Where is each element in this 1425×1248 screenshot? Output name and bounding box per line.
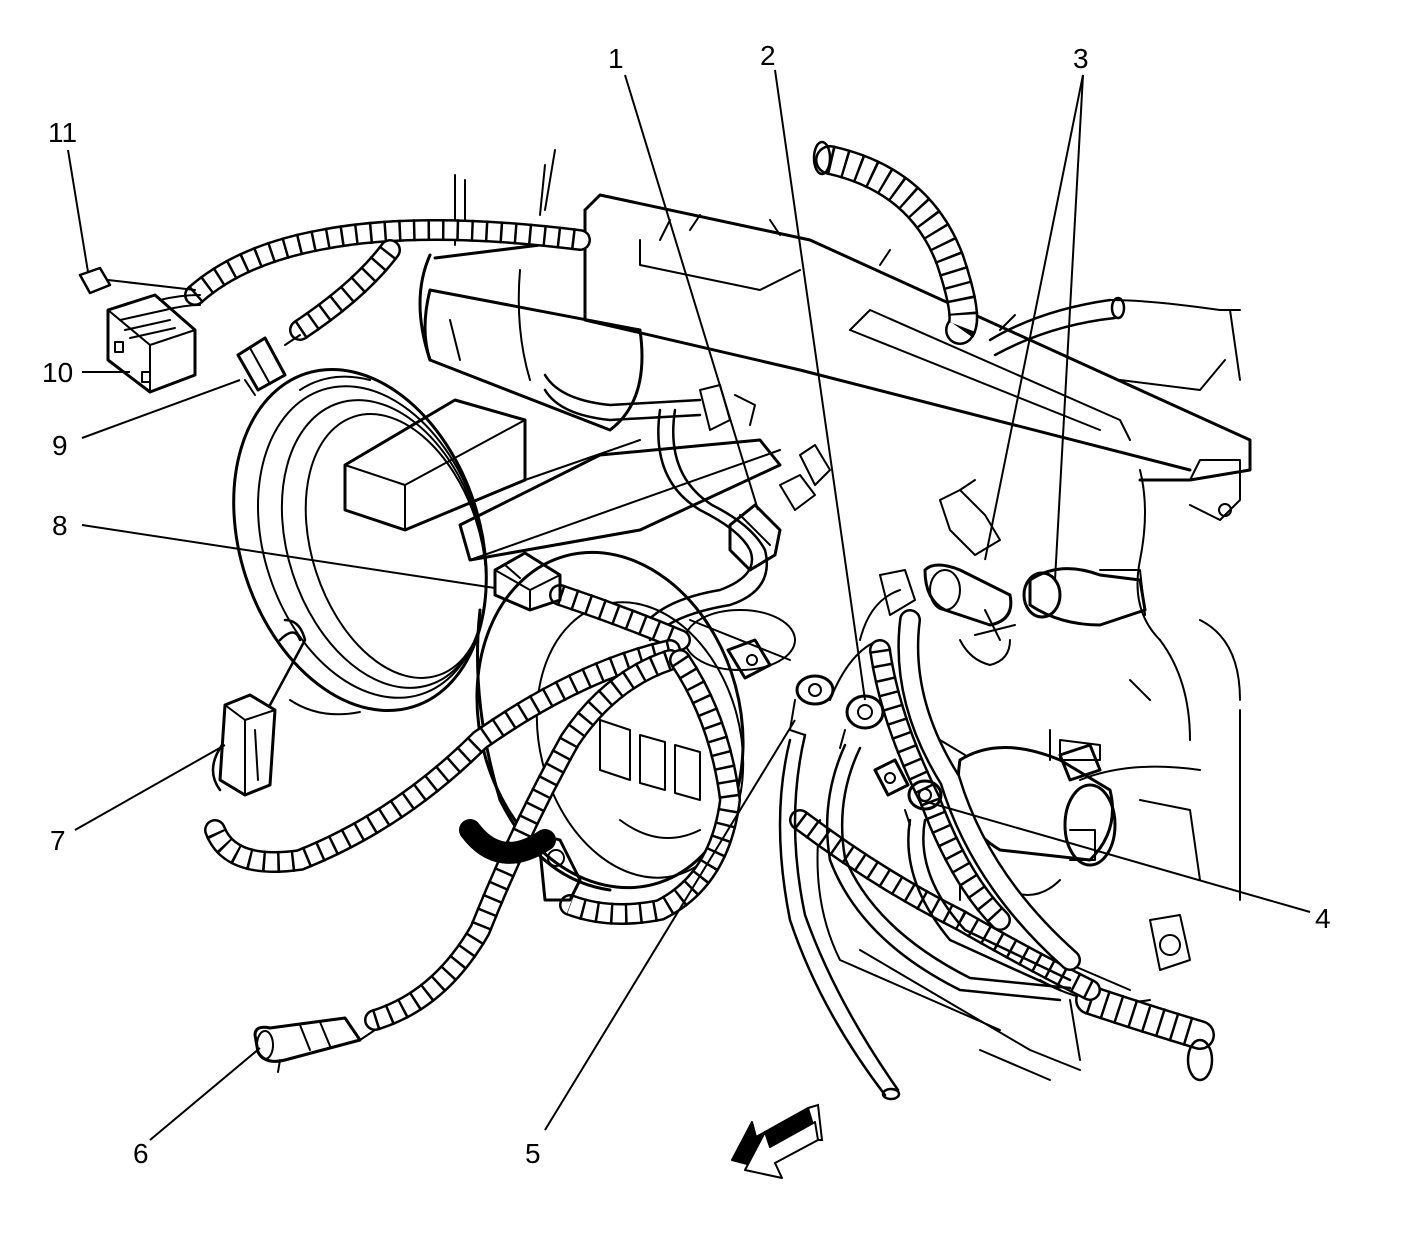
harness-connector-8 — [549, 584, 691, 651]
callout-1: 1 — [608, 43, 624, 74]
leader-1 — [624, 74, 759, 511]
terminal-cables — [825, 743, 1072, 1002]
background-lines — [454, 149, 1241, 1081]
sensor-connectors-3 — [879, 479, 1147, 666]
callout-4: 4 — [1315, 903, 1331, 934]
harness-clip-5 — [459, 649, 742, 925]
leader-2 — [774, 69, 866, 701]
harness-wires — [184, 140, 1215, 1101]
callout-3: 3 — [1073, 43, 1089, 74]
ground-cable — [778, 733, 901, 1101]
callout-5: 5 — [525, 1138, 541, 1169]
leader-lines — [67, 69, 1311, 1141]
connector-10 — [106, 293, 201, 394]
leader-5 — [544, 719, 796, 1131]
connector-8 — [493, 551, 562, 612]
leader-4 — [919, 799, 1311, 913]
connector-11 — [78, 266, 196, 295]
leader-9 — [81, 379, 241, 439]
callout-labels: 1 2 3 4 5 6 7 8 9 10 11 — [42, 40, 1331, 1169]
connector-1 — [699, 384, 831, 572]
connector-6 — [253, 1016, 376, 1073]
connector-9 — [236, 334, 301, 396]
callout-9: 9 — [52, 430, 68, 461]
harness-center — [543, 373, 768, 642]
upper-hose — [812, 140, 1126, 357]
clip-5 — [538, 837, 582, 902]
engine-structure — [232, 149, 1252, 1081]
generator-body — [418, 238, 796, 892]
component-parts — [78, 266, 1147, 1073]
harness-connector-6 — [364, 649, 681, 1031]
leader-3a — [984, 74, 1084, 561]
harness-connector-7 — [204, 639, 681, 873]
callout-2: 2 — [760, 40, 776, 71]
intake-rail — [583, 193, 1252, 521]
callout-10: 10 — [42, 357, 73, 388]
harness-top-main — [184, 219, 591, 306]
leader-3b — [1054, 74, 1084, 581]
callout-7: 7 — [50, 825, 66, 856]
leader-11 — [67, 149, 89, 273]
callout-8: 8 — [52, 510, 68, 541]
mounting-brackets — [343, 398, 782, 562]
harness-branch-9 — [289, 239, 401, 341]
front-direction-arrow-icon — [731, 1103, 824, 1179]
leader-6 — [149, 1047, 261, 1141]
connector-7 — [211, 618, 307, 797]
leader-8 — [81, 524, 496, 589]
pulley — [232, 367, 488, 716]
callout-11: 11 — [48, 117, 77, 148]
leader-7 — [74, 744, 226, 831]
callout-6: 6 — [133, 1138, 149, 1169]
